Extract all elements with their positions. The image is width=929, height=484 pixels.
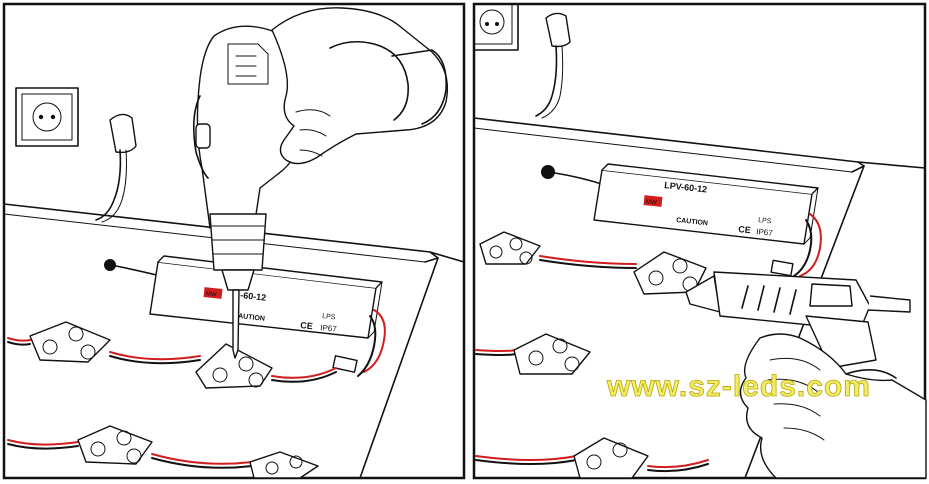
- led-module: [195, 343, 273, 389]
- led-module: [573, 437, 649, 479]
- led-module-chain: [475, 231, 709, 479]
- led-module: [77, 425, 153, 465]
- right-panel: MW LPV-60-12 CAUTION LPS CE IP67: [472, 2, 927, 480]
- cordless-drill-icon: [192, 25, 303, 359]
- power-plug-icon: [535, 12, 571, 119]
- driver-ip-label: IP67: [320, 323, 338, 334]
- left-panel: MW -60-12 AUTION LPS CE IP67: [2, 2, 466, 480]
- driver-ce-label: CE: [738, 224, 751, 235]
- wall-socket-icon: [15, 87, 79, 147]
- led-module: [249, 451, 319, 479]
- wire-connector: [770, 259, 794, 277]
- hand-icon: [271, 7, 449, 165]
- watermark-text: www.sz-leds.com: [606, 370, 871, 403]
- power-plug-icon: [95, 113, 137, 223]
- cable-hole: [541, 165, 555, 179]
- led-module: [29, 321, 111, 363]
- hand-icon: [739, 333, 927, 479]
- led-module: [513, 333, 591, 375]
- glue-gun-icon: [685, 271, 911, 369]
- driver-lps-label: LPS: [322, 313, 336, 321]
- driver-ce-label: CE: [300, 320, 313, 331]
- driver-model-label: -60-12: [240, 290, 267, 303]
- led-module-chain: [7, 321, 337, 479]
- led-module: [479, 231, 541, 265]
- driver-caution-label: CAUTION: [676, 217, 708, 227]
- cable-hole: [104, 259, 116, 271]
- brand-logo-icon: [643, 195, 663, 207]
- led-driver: MW LPV-60-12 CAUTION LPS CE IP67: [593, 163, 819, 245]
- driver-ip-label: IP67: [756, 227, 774, 238]
- driver-brand: MW: [646, 199, 658, 206]
- driver-model-label: LPV-60-12: [664, 180, 708, 194]
- driver-caution-label: AUTION: [238, 313, 265, 323]
- driver-lps-label: LPS: [758, 217, 772, 225]
- wire-connector: [332, 355, 358, 373]
- brand-logo-icon: [203, 287, 223, 299]
- led-module: [633, 251, 707, 295]
- driver-brand: MW: [206, 291, 218, 298]
- wall-socket-icon: [473, 3, 519, 51]
